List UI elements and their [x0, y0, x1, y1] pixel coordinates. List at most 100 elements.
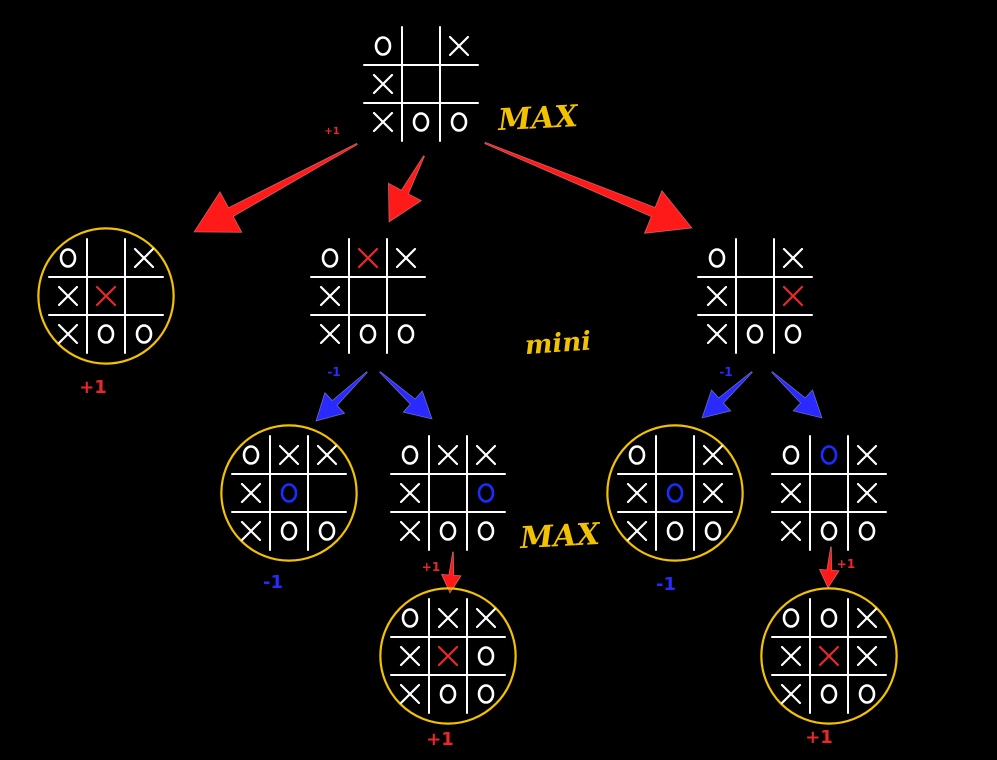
board-a3 — [697, 238, 813, 354]
score-c1: +1 — [426, 729, 454, 750]
edge-a3-to-b3-arrow — [701, 371, 753, 419]
o-mark-icon — [321, 248, 339, 268]
o-mark-icon — [820, 608, 838, 628]
o-mark-icon — [242, 445, 260, 465]
x-mark-icon — [133, 247, 155, 269]
board-a1 — [37, 227, 175, 365]
o-mark-icon — [450, 112, 468, 132]
edge-root-to-a2-arrow — [387, 155, 426, 223]
x-mark-icon — [626, 520, 648, 542]
o-mark-icon — [397, 324, 415, 344]
level-label-mini: mini — [524, 327, 592, 362]
terminal-node-circle — [220, 424, 358, 562]
o-mark-icon — [782, 608, 800, 628]
score-b4: +1 — [837, 557, 855, 571]
o-mark-icon — [280, 521, 298, 541]
o-mark-icon — [628, 445, 646, 465]
o-mark-icon — [784, 324, 802, 344]
tree-nodes — [37, 26, 898, 725]
x-mark-icon — [437, 645, 459, 667]
edge-a2-to-b1-arrow — [315, 371, 368, 422]
o-mark-icon — [858, 521, 876, 541]
x-mark-icon — [702, 482, 724, 504]
score-b2: +1 — [422, 560, 440, 574]
x-mark-icon — [319, 323, 341, 345]
tree-edges — [193, 141, 840, 594]
score-a2: -1 — [327, 365, 340, 379]
o-mark-icon — [439, 684, 457, 704]
x-mark-icon — [856, 645, 878, 667]
x-mark-icon — [399, 683, 421, 705]
o-mark-icon — [359, 324, 377, 344]
x-mark-icon — [395, 247, 417, 269]
o-mark-icon — [318, 521, 336, 541]
o-mark-icon — [477, 483, 495, 503]
score-c2: +1 — [805, 727, 833, 748]
score-root: +1 — [324, 126, 339, 137]
x-mark-icon — [319, 285, 341, 307]
edge-root-to-a1-arrow — [193, 142, 358, 233]
o-mark-icon — [401, 608, 419, 628]
o-mark-icon — [280, 483, 298, 503]
x-mark-icon — [780, 482, 802, 504]
x-mark-icon — [399, 482, 421, 504]
x-mark-icon — [856, 444, 878, 466]
board-root — [363, 26, 479, 142]
o-mark-icon — [439, 521, 457, 541]
x-mark-icon — [240, 520, 262, 542]
x-mark-icon — [626, 482, 648, 504]
score-b3: -1 — [656, 574, 676, 595]
o-mark-icon — [135, 324, 153, 344]
o-mark-icon — [374, 36, 392, 56]
score-a3: -1 — [719, 365, 732, 379]
terminal-node-circle — [760, 587, 898, 725]
x-mark-icon — [448, 35, 470, 57]
x-mark-icon — [706, 323, 728, 345]
o-mark-icon — [666, 483, 684, 503]
o-mark-icon — [477, 521, 495, 541]
o-mark-icon — [59, 248, 77, 268]
x-mark-icon — [372, 73, 394, 95]
o-mark-icon — [782, 445, 800, 465]
o-mark-icon — [820, 521, 838, 541]
x-mark-icon — [782, 247, 804, 269]
x-mark-icon — [780, 683, 802, 705]
board-b1 — [220, 424, 358, 562]
level-label-max-mid: MAX — [518, 517, 602, 556]
x-mark-icon — [780, 645, 802, 667]
terminal-node-circle — [379, 587, 517, 725]
x-mark-icon — [57, 323, 79, 345]
x-mark-icon — [780, 520, 802, 542]
x-mark-icon — [437, 444, 459, 466]
x-mark-icon — [399, 645, 421, 667]
x-mark-icon — [856, 482, 878, 504]
o-mark-icon — [412, 112, 430, 132]
o-mark-icon — [666, 521, 684, 541]
o-mark-icon — [477, 646, 495, 666]
o-mark-icon — [477, 684, 495, 704]
board-b2 — [390, 435, 506, 551]
x-mark-icon — [706, 285, 728, 307]
o-mark-icon — [708, 248, 726, 268]
x-mark-icon — [475, 607, 497, 629]
node-scores: +1+1-1-1-1+1-1+1+1+1 — [79, 126, 856, 751]
score-b1: -1 — [263, 572, 283, 593]
o-mark-icon — [820, 684, 838, 704]
level-label-max-top: MAX — [496, 99, 580, 138]
edge-b2-to-c1-arrow — [440, 551, 462, 594]
x-mark-icon — [399, 520, 421, 542]
edge-a3-to-b4-arrow — [771, 371, 823, 419]
terminal-node-circle — [37, 227, 175, 365]
o-mark-icon — [746, 324, 764, 344]
x-mark-icon — [95, 285, 117, 307]
x-mark-icon — [372, 111, 394, 133]
x-mark-icon — [782, 285, 804, 307]
x-mark-icon — [856, 607, 878, 629]
o-mark-icon — [401, 445, 419, 465]
x-mark-icon — [316, 444, 338, 466]
edge-b4-to-c2-arrow — [818, 546, 840, 589]
x-mark-icon — [437, 607, 459, 629]
o-mark-icon — [820, 445, 838, 465]
o-mark-icon — [97, 324, 115, 344]
